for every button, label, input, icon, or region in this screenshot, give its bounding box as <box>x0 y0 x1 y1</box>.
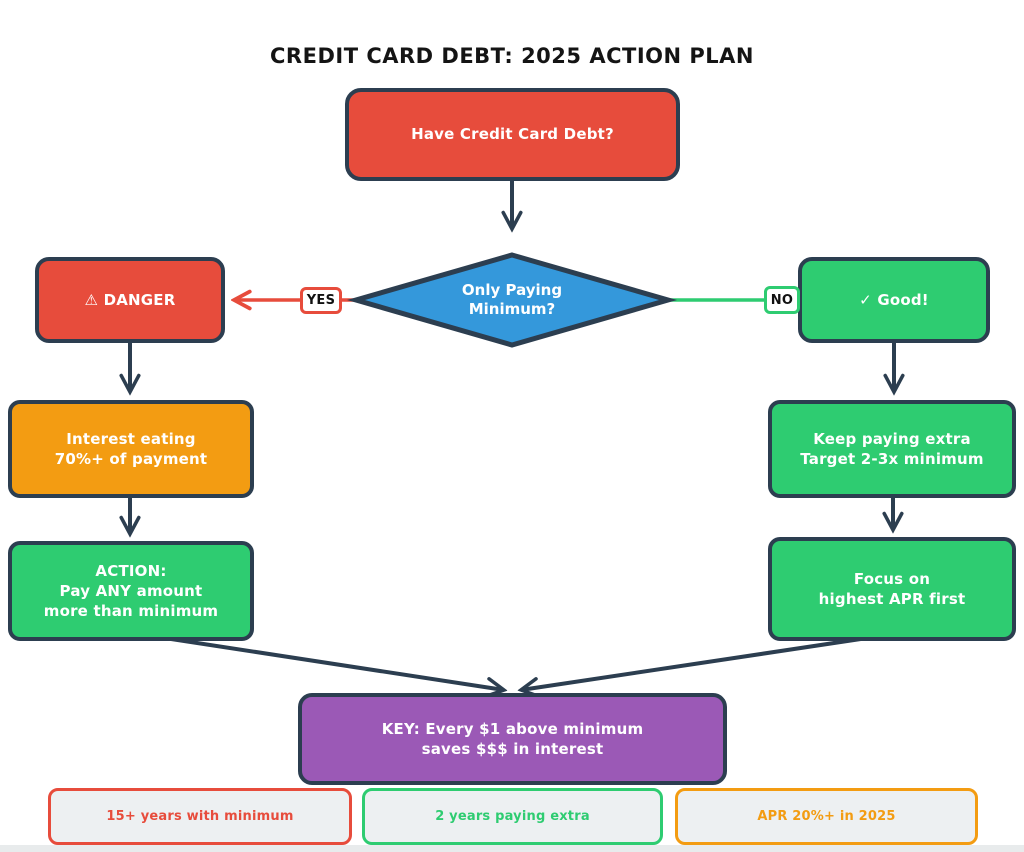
node-have-debt: Have Credit Card Debt? <box>345 88 680 181</box>
page-title: CREDIT CARD DEBT: 2025 ACTION PLAN <box>270 44 754 68</box>
node-key-message-label: KEY: Every $1 above minimum saves $$$ in… <box>381 719 644 758</box>
node-focus-highest-apr: Focus on highest APR first <box>768 537 1016 641</box>
node-danger: ⚠ DANGER <box>35 257 225 343</box>
node-key-message: KEY: Every $1 above minimum saves $$$ in… <box>298 693 727 785</box>
node-keep-paying-extra-label: Keep paying extra Target 2-3x minimum <box>800 429 984 468</box>
bottom-edge-strip <box>0 845 1024 852</box>
footnote-minimum-years: 15+ years with minimum <box>48 788 352 845</box>
decision-diamond <box>346 252 678 348</box>
footnote-apr-2025-label: APR 20%+ in 2025 <box>757 809 896 824</box>
footnote-paying-extra: 2 years paying extra <box>362 788 663 845</box>
node-good: ✓ Good! <box>798 257 990 343</box>
footnote-apr-2025: APR 20%+ in 2025 <box>675 788 978 845</box>
arrow-action-to-key <box>157 635 504 690</box>
edge-yes-label: YES <box>300 287 342 314</box>
node-interest-eating-label: Interest eating 70%+ of payment <box>54 429 208 468</box>
node-have-debt-label: Have Credit Card Debt? <box>411 125 614 144</box>
node-decision-label: Only Paying Minimum? <box>461 280 563 319</box>
footnote-paying-extra-label: 2 years paying extra <box>435 809 590 824</box>
node-focus-highest-apr-label: Focus on highest APR first <box>818 569 966 608</box>
node-keep-paying-extra: Keep paying extra Target 2-3x minimum <box>768 400 1016 498</box>
node-danger-label: ⚠ DANGER <box>84 290 176 309</box>
edge-no-label: NO <box>764 286 800 314</box>
node-interest-eating: Interest eating 70%+ of payment <box>8 400 254 498</box>
footnote-minimum-years-label: 15+ years with minimum <box>106 809 294 824</box>
node-good-label: ✓ Good! <box>859 290 929 309</box>
arrow-focus-to-key <box>521 635 875 690</box>
node-action-pay-more: ACTION: Pay ANY amount more than minimum <box>8 541 254 641</box>
node-action-pay-more-label: ACTION: Pay ANY amount more than minimum <box>43 561 219 621</box>
